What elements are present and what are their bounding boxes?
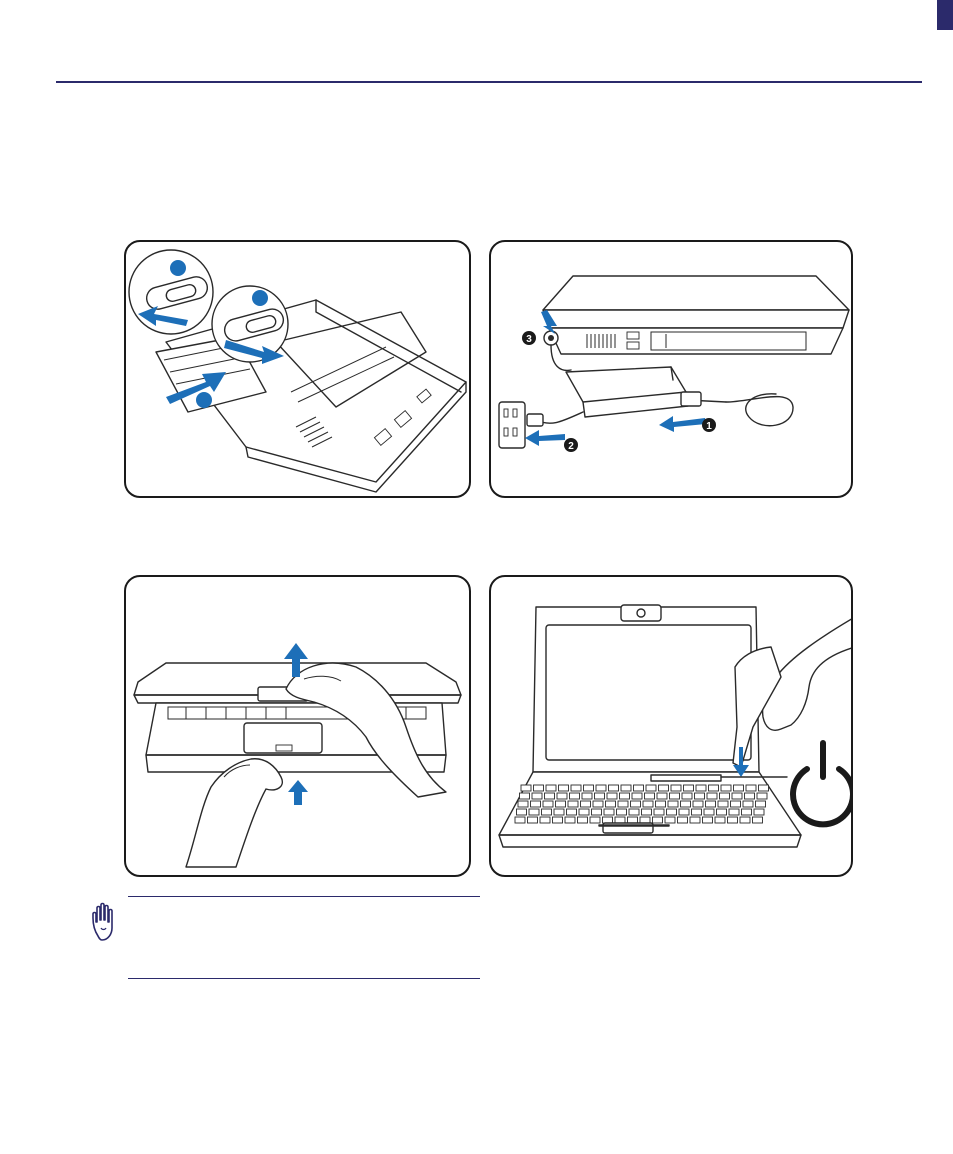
power-button-illustration (489, 575, 853, 877)
battery-install-illustration (124, 240, 471, 498)
hand-stop-icon (88, 902, 124, 944)
page-tab-marker (937, 0, 953, 30)
note-rule-top (128, 896, 480, 897)
svg-text:3: 3 (526, 334, 532, 345)
header-rule (56, 81, 922, 83)
svg-text:1: 1 (706, 421, 712, 432)
power-adapter-connection-illustration: 1 2 3 (489, 240, 853, 498)
note-rule-bottom (128, 978, 480, 979)
svg-text:2: 2 (568, 441, 574, 452)
open-lid-illustration (124, 575, 471, 877)
